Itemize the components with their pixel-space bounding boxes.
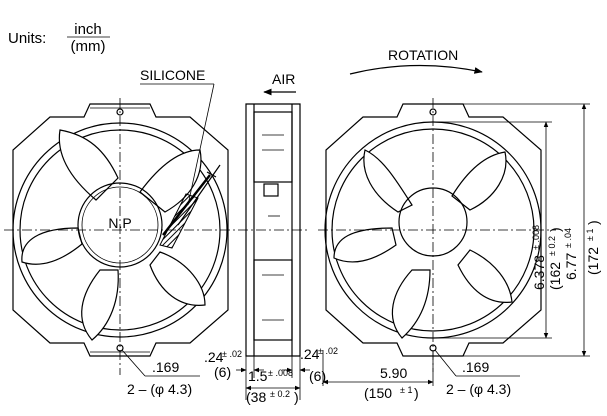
height-inch-group: 6.77 ± .04 bbox=[563, 228, 579, 280]
front-hole-top bbox=[116, 108, 124, 116]
rear-blades bbox=[333, 149, 513, 339]
height-mm-tol: ± 1 bbox=[585, 229, 595, 241]
dia-mm-group: (162 ± 0.2 ) bbox=[547, 227, 563, 290]
units-mm: (mm) bbox=[71, 38, 106, 55]
spacing-inch: 5.90 bbox=[380, 365, 407, 381]
silicone-leader bbox=[187, 83, 215, 206]
fan-front-view: N.P SILICONE .169 2 – (φ 4.3) bbox=[4, 67, 238, 397]
depth-mm-tol: ± 0.2 bbox=[270, 389, 290, 399]
left-hole-inch: .169 bbox=[152, 359, 179, 375]
flange-right-inch: .24 bbox=[300, 346, 320, 362]
hub-label: N.P bbox=[108, 215, 131, 231]
rotation-label: ROTATION bbox=[388, 47, 458, 63]
right-hole-inch: .169 bbox=[462, 359, 489, 375]
air-label: AIR bbox=[272, 71, 295, 87]
cable-grommet bbox=[159, 193, 199, 249]
units-label: Units: bbox=[8, 30, 46, 47]
height-inch: 6.77 bbox=[563, 253, 579, 280]
front-housing-outline bbox=[12, 103, 229, 357]
units-note: Units: inch (mm) bbox=[8, 21, 110, 55]
flange-left-inch: .24 bbox=[204, 349, 224, 365]
left-hole-leader bbox=[121, 349, 146, 377]
side-upper-frame bbox=[253, 111, 293, 183]
dia-mm-close: ) bbox=[547, 227, 563, 232]
blade bbox=[391, 269, 431, 339]
blade bbox=[333, 227, 397, 263]
dia-inch-tol: ± .008 bbox=[531, 225, 541, 250]
blade bbox=[451, 151, 507, 211]
rotation-arrow bbox=[349, 64, 483, 75]
units-inch: inch bbox=[74, 21, 102, 38]
side-connector bbox=[263, 183, 279, 197]
height-mm: (172 bbox=[585, 247, 601, 275]
right-hole-leader bbox=[434, 349, 457, 377]
fan-rear-view: ROTATION .169 2 – (φ 4.3) 5.90 (150 ± 1 … bbox=[318, 47, 601, 401]
depth-inch: 1.5 bbox=[248, 368, 268, 384]
dia-mm-tol: ± 0.2 bbox=[547, 236, 557, 256]
depth-mm-close: ) bbox=[294, 389, 299, 405]
silicone-label: SILICONE bbox=[140, 67, 205, 83]
spacing-mm: (150 bbox=[364, 385, 392, 401]
spacing-mm-close: ) bbox=[414, 385, 419, 401]
flange-right-tol: ± .02 bbox=[318, 346, 338, 356]
height-mm-group: (172 ± 1 ) bbox=[585, 220, 601, 275]
blade bbox=[363, 149, 413, 213]
left-hole-mm: 2 – (φ 4.3) bbox=[127, 381, 192, 397]
rear-hole-bottom bbox=[429, 344, 437, 352]
dia-inch-group: 6.378 ± .008 bbox=[531, 225, 547, 290]
flange-left-tol: ± .02 bbox=[222, 349, 242, 359]
blade bbox=[81, 269, 119, 341]
blade bbox=[21, 227, 83, 265]
dia-inch: 6.378 bbox=[531, 255, 547, 290]
side-lower-frame bbox=[253, 259, 293, 341]
depth-mm: (38 bbox=[246, 389, 266, 405]
blade bbox=[149, 251, 206, 306]
height-mm-close: ) bbox=[585, 220, 601, 225]
fan-side-view: AIR .24 ± .02 (6) .24 ± .02 (6) 1.5 ± .0… bbox=[204, 71, 338, 405]
rear-housing-outline bbox=[325, 103, 542, 357]
right-hole-mm: 2 – (φ 4.3) bbox=[446, 381, 511, 397]
flange-right-mm: (6) bbox=[309, 368, 326, 384]
front-hole-bottom bbox=[116, 344, 124, 352]
spacing-mm-tol: ± 1 bbox=[400, 385, 412, 395]
dia-mm: (162 bbox=[547, 262, 563, 290]
height-inch-tol: ± .04 bbox=[563, 228, 573, 248]
flange-left-mm: (6) bbox=[214, 364, 231, 380]
depth-tol: ± .008 bbox=[268, 368, 293, 378]
cable-clip bbox=[206, 171, 217, 178]
front-blades bbox=[21, 129, 206, 341]
blade bbox=[457, 249, 513, 303]
blade bbox=[58, 129, 119, 201]
rear-hole-top bbox=[429, 108, 437, 116]
